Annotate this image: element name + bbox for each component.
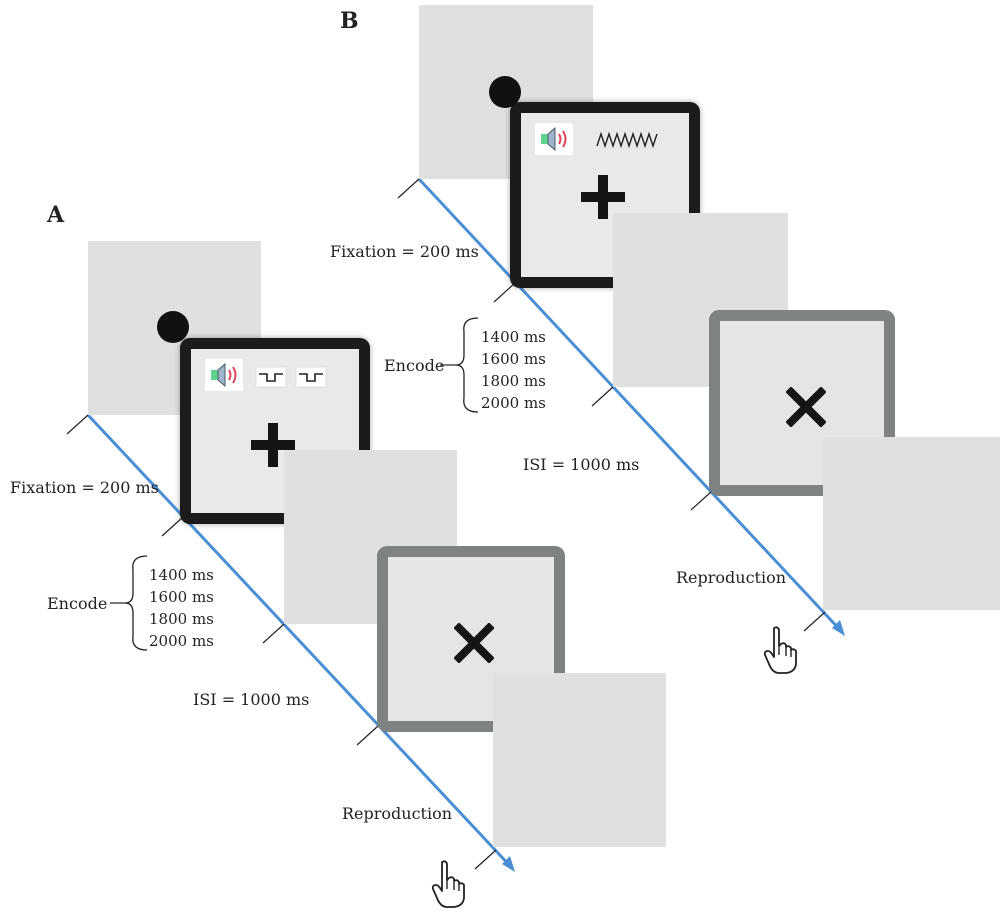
panel-a-speaker-icon [205, 359, 243, 391]
panel-b-fixation-label: Fixation = 200 ms [330, 242, 479, 261]
panel-b-reproduction-label: Reproduction [676, 568, 787, 587]
panel-a-duration-3: 1800 ms [149, 610, 214, 628]
panel-b-duration-1: 1400 ms [481, 328, 546, 346]
panel-b-plus-icon [579, 173, 627, 221]
panel-a-isi-label: ISI = 1000 ms [193, 690, 310, 709]
panel-a-fixation-label: Fixation = 200 ms [10, 478, 159, 497]
panel-a-durations: 1400 ms 1600 ms 1800 ms 2000 ms [149, 564, 214, 652]
panel-b-speaker-icon [535, 123, 573, 155]
panel-b-duration-2: 1600 ms [481, 350, 546, 368]
panel-b-x-mark-icon [785, 386, 827, 428]
panel-b-encode-screen [510, 102, 700, 288]
panel-a-duration-2: 1600 ms [149, 588, 214, 606]
panel-b-isi-label: ISI = 1000 ms [523, 455, 640, 474]
panel-b-reproduction-screen [823, 437, 1000, 610]
panel-a-letter: A [47, 202, 65, 228]
panel-b-response-screen [709, 310, 895, 496]
panel-a-x-mark-icon [453, 622, 495, 664]
square-pulse-tones-icon [255, 366, 335, 388]
sine-wave-tone-icon [595, 129, 659, 151]
panel-a-plus-icon [249, 421, 297, 469]
panel-b-duration-4: 2000 ms [481, 394, 546, 412]
panel-a-duration-4: 2000 ms [149, 632, 214, 650]
panel-b-duration-3: 1800 ms [481, 372, 546, 390]
panel-a-duration-1: 1400 ms [149, 566, 214, 584]
panel-b-letter: B [340, 8, 359, 34]
panel-a-encode-label: Encode [47, 594, 108, 613]
panel-a-fixation-dot [157, 311, 189, 343]
panel-a-pointing-hand-icon [430, 858, 470, 910]
panel-a-reproduction-screen [493, 673, 666, 847]
panel-a-reproduction-label: Reproduction [342, 804, 453, 823]
panel-b-durations: 1400 ms 1600 ms 1800 ms 2000 ms [481, 326, 546, 414]
panel-b-pointing-hand-icon [762, 624, 802, 676]
panel-b-encode-label: Encode [384, 356, 445, 375]
